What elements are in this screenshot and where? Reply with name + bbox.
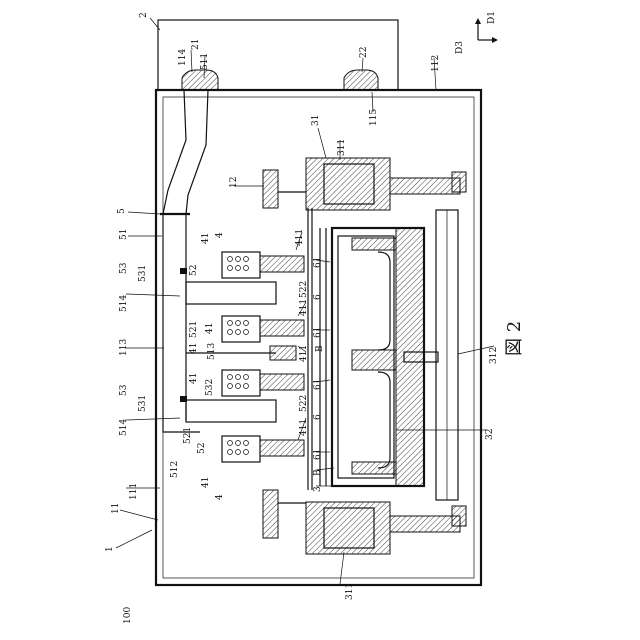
label-311-bottom: 311: [345, 583, 355, 600]
label-111: 111: [129, 483, 139, 500]
label-100: 100: [123, 607, 133, 624]
figure-caption: 図 2: [504, 321, 525, 356]
holder-3: [222, 370, 304, 396]
label-2: 2: [139, 12, 149, 18]
label-53-a: 53: [119, 262, 129, 274]
label-411-d: 411: [299, 419, 309, 436]
label-41-e: 41: [201, 477, 211, 488]
label-61-c: 61: [313, 379, 323, 390]
cylinder-311-bottom: [306, 502, 390, 554]
holder-1: [222, 252, 304, 278]
label-41-a: 41: [201, 233, 211, 244]
label-521-a: 521: [189, 321, 199, 338]
clamp-bottom: [452, 506, 466, 526]
block-top: [352, 238, 396, 250]
arrow-d3-head: [475, 18, 481, 24]
label-61-d: 61: [313, 449, 323, 460]
label-531-b: 531: [138, 395, 148, 412]
label-4-a: 4: [215, 232, 225, 238]
block-bottom: [352, 462, 396, 474]
pipe-5-inner: [186, 90, 208, 420]
rod-bottom: [390, 516, 460, 532]
label-5: 5: [117, 208, 127, 214]
arrow-d1-head: [492, 37, 498, 43]
label-32: 32: [485, 429, 495, 440]
clamp-top: [452, 172, 466, 192]
label-61-a: 61: [313, 257, 323, 268]
label-b-b: B: [313, 469, 323, 476]
connector-21: [182, 70, 218, 90]
connector-22: [344, 70, 378, 90]
label-115: 115: [369, 109, 379, 126]
label-312: 312: [489, 347, 499, 364]
label-113: 113: [119, 339, 129, 356]
block-mid: [352, 350, 396, 370]
label-522-b: 522: [299, 395, 309, 412]
label-61-b: 61: [313, 327, 323, 338]
label-532: 532: [205, 379, 215, 396]
bracket-53-lower: [180, 396, 187, 402]
label-51: 51: [119, 229, 129, 240]
label-411-a: 411: [295, 229, 305, 246]
curve-lower: [378, 372, 390, 468]
label-521-b: 521: [183, 427, 193, 444]
label-114: 114: [178, 49, 188, 66]
label-512: 512: [170, 461, 180, 478]
label-52-a: 52: [189, 265, 199, 276]
label-4-b: 4: [215, 494, 225, 500]
label-52-b: 52: [197, 443, 207, 454]
label-d3: D3: [455, 41, 465, 54]
label-11: 11: [111, 503, 121, 514]
label-41-c: 41: [189, 343, 199, 354]
label-511: 511: [200, 53, 210, 70]
label-411-b: 411: [299, 299, 309, 316]
cylinder-31-top: [306, 158, 390, 210]
label-6-a: 6: [313, 294, 323, 300]
curve-upper: [378, 252, 390, 350]
label-522-a: 522: [299, 281, 309, 298]
label-6-b: 6: [313, 414, 323, 420]
label-514-a: 514: [119, 295, 129, 312]
frame-12-top: [263, 170, 278, 208]
label-531-a: 531: [138, 265, 148, 282]
label-411-c: 411: [299, 345, 309, 362]
rod-top: [390, 178, 460, 194]
label-514-b: 514: [119, 419, 129, 436]
label-1: 1: [105, 546, 115, 552]
label-3: 3: [313, 486, 323, 492]
label-22: 22: [359, 47, 369, 58]
frame-12-bottom: [263, 490, 278, 538]
label-311-top: 311: [337, 139, 347, 156]
label-12: 12: [229, 177, 239, 188]
label-112: 112: [431, 55, 441, 72]
bar-52-lower: [186, 400, 276, 422]
bracket-53-upper: [180, 268, 187, 274]
label-21: 21: [191, 39, 201, 50]
label-513: 513: [207, 343, 217, 360]
holder-4: [222, 436, 304, 462]
tray-32-hatch-right: [396, 228, 424, 486]
label-b-a: B: [315, 345, 325, 352]
label-d1: D1: [487, 11, 497, 24]
center-valve: [270, 346, 296, 360]
holder-2: [222, 316, 304, 342]
label-41-b: 41: [205, 323, 215, 334]
label-31: 31: [311, 115, 321, 126]
label-53-b: 53: [119, 384, 129, 396]
bar-52-upper: [186, 282, 276, 304]
label-41-d: 41: [189, 373, 199, 384]
